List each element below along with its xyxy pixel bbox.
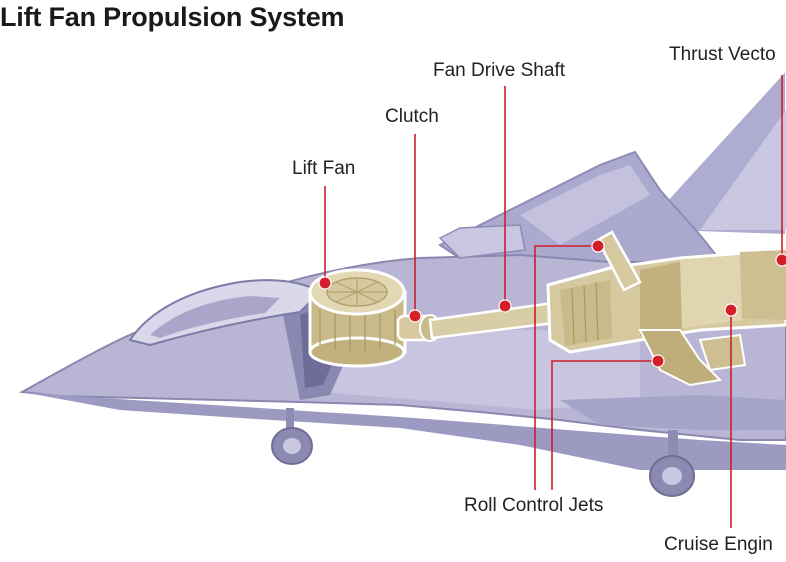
tail-fin-shade bbox=[700, 110, 786, 230]
wing-highlight bbox=[520, 165, 650, 245]
label-cruise-engine: Cruise Engin bbox=[664, 534, 773, 555]
marker-roll-control-upper bbox=[591, 239, 605, 253]
markers bbox=[318, 239, 786, 368]
label-lift-fan: Lift Fan bbox=[292, 158, 356, 179]
leader-roll-control-upper bbox=[534, 245, 598, 490]
horizontal-stabilizer bbox=[560, 395, 786, 430]
label-thrust-vector: Thrust Vecto bbox=[669, 44, 776, 65]
label-clutch: Clutch bbox=[385, 106, 439, 127]
dorsal-panel bbox=[438, 224, 526, 259]
canopy-glass bbox=[150, 296, 280, 338]
label-fan-drive-shaft: Fan Drive Shaft bbox=[433, 60, 565, 81]
front-landing-gear bbox=[271, 408, 313, 465]
marker-lift-fan bbox=[318, 276, 332, 290]
marker-roll-control-lower bbox=[651, 354, 665, 368]
fuselage-underside bbox=[22, 392, 786, 470]
marker-clutch bbox=[408, 309, 422, 323]
marker-cruise-engine bbox=[724, 303, 738, 317]
marker-thrust-vector bbox=[775, 253, 786, 267]
diagram-title: Lift Fan Propulsion System bbox=[0, 2, 345, 32]
leader-roll-control-lower bbox=[551, 360, 658, 490]
main-landing-gear bbox=[649, 430, 695, 497]
roll-control-duct-upper bbox=[596, 230, 642, 292]
leader-lines bbox=[324, 75, 783, 528]
marker-fan-drive-shaft bbox=[498, 299, 512, 313]
label-roll-control-jets: Roll Control Jets bbox=[464, 495, 604, 516]
lift-fan-component bbox=[308, 268, 407, 368]
